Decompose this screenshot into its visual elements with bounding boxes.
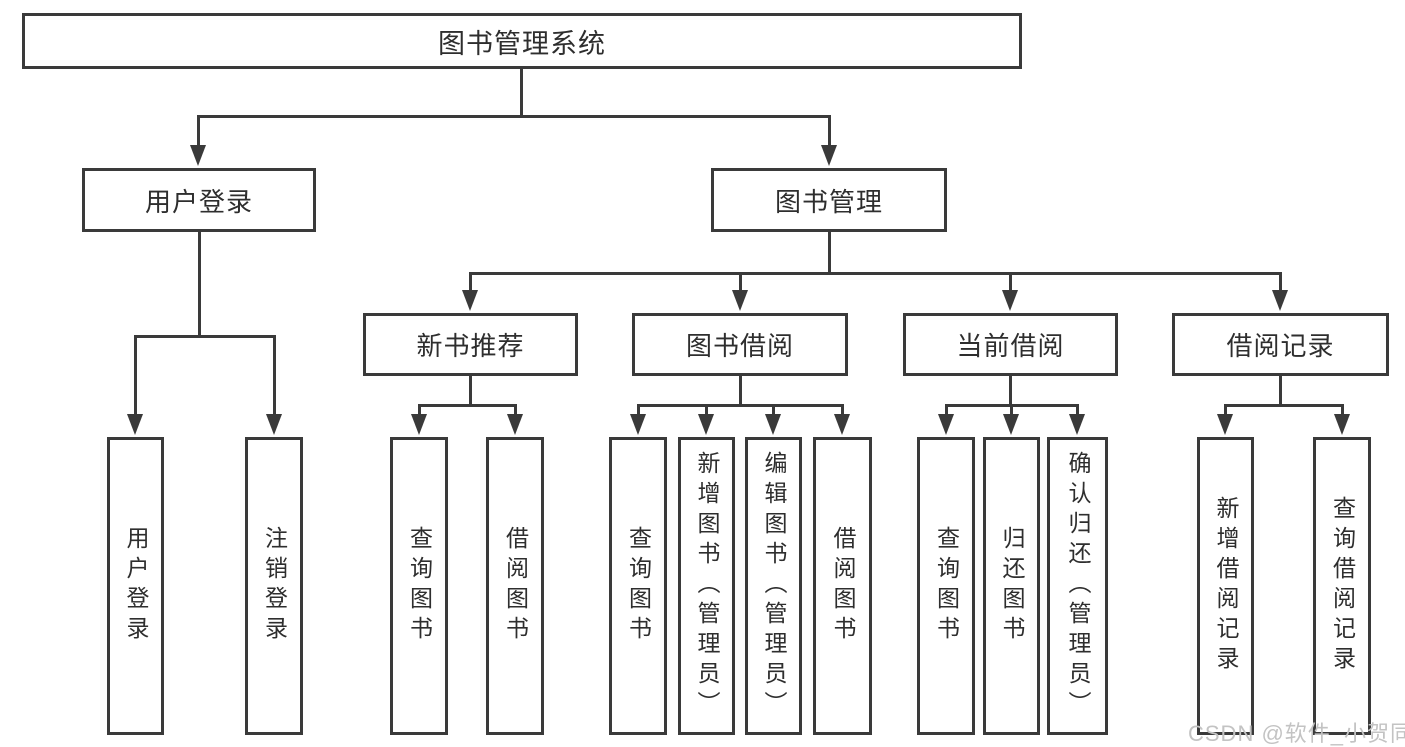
arrow-down-icon [698, 414, 714, 435]
leaf-add-book-admin-label: 新增图书（管理员） [694, 451, 720, 721]
node-borrow-record-label: 借阅记录 [1226, 331, 1335, 361]
node-book-management-label: 图书管理 [774, 186, 883, 217]
csdn-watermark: CSDN @软件_小贺同学 [1188, 721, 1405, 746]
connector-line [1341, 404, 1344, 417]
connector-line [945, 404, 948, 417]
connector-line [637, 404, 640, 417]
leaf-add-borrow-record: 新增借阅记录 [1197, 437, 1254, 735]
leaf-logout-label: 注销登录 [261, 526, 288, 646]
leaf-add-borrow-record-label: 新增借阅记录 [1213, 496, 1239, 676]
connector-line [739, 375, 742, 406]
leaf-recommend-query-book-label: 查询图书 [406, 526, 433, 646]
node-root: 图书管理系统 [22, 13, 1022, 69]
connector-line [197, 115, 200, 147]
leaf-current-query-book-label: 查询图书 [933, 526, 960, 646]
connector-line [520, 68, 523, 117]
node-book-borrow: 图书借阅 [632, 313, 848, 376]
connector-line [134, 335, 276, 338]
leaf-user-login-label: 用户登录 [123, 526, 149, 646]
connector-line [469, 375, 472, 406]
connector-line [1010, 404, 1013, 417]
connector-line [273, 335, 276, 416]
leaf-confirm-return-admin: 确认归还（管理员） [1047, 437, 1108, 735]
connector-line [1076, 404, 1079, 417]
connector-line [828, 115, 831, 147]
connector-line [828, 231, 831, 274]
arrow-down-icon [630, 414, 646, 435]
arrow-down-icon [1003, 414, 1019, 435]
arrow-down-icon [1217, 414, 1233, 435]
connector-line [198, 231, 201, 338]
arrow-down-icon [1002, 290, 1018, 311]
connector-line [469, 272, 472, 293]
leaf-recommend-borrow-book-label: 借阅图书 [502, 526, 529, 646]
arrow-down-icon [190, 145, 206, 166]
node-new-book-recommend-label: 新书推荐 [416, 331, 525, 361]
node-book-management: 图书管理 [711, 168, 947, 232]
connector-line [134, 335, 137, 416]
connector-line [841, 404, 844, 417]
connector-line [1009, 272, 1012, 293]
arrow-down-icon [1272, 290, 1288, 311]
leaf-borrow-query-book: 查询图书 [609, 437, 667, 735]
leaf-query-borrow-record-label: 查询借阅记录 [1329, 496, 1356, 676]
leaf-borrow-query-book-label: 查询图书 [625, 526, 652, 646]
connector-line [514, 404, 517, 417]
leaf-add-book-admin: 新增图书（管理员） [678, 437, 735, 735]
node-root-label: 图书管理系统 [438, 28, 606, 59]
node-current-borrow: 当前借阅 [903, 313, 1118, 376]
leaf-edit-book-admin-label: 编辑图书（管理员） [761, 451, 787, 721]
connector-line [1224, 404, 1227, 417]
leaf-logout: 注销登录 [245, 437, 303, 735]
leaf-user-login: 用户登录 [107, 437, 164, 735]
leaf-edit-book-admin: 编辑图书（管理员） [745, 437, 802, 735]
leaf-confirm-return-admin-label: 确认归还（管理员） [1065, 451, 1091, 721]
arrow-down-icon [462, 290, 478, 311]
arrow-down-icon [938, 414, 954, 435]
arrow-down-icon [1069, 414, 1085, 435]
node-user-login-label: 用户登录 [144, 186, 253, 217]
node-book-borrow-label: 图书借阅 [685, 331, 794, 361]
arrow-down-icon [1334, 414, 1350, 435]
node-borrow-record: 借阅记录 [1172, 313, 1389, 376]
connector-line [1279, 272, 1282, 293]
node-new-book-recommend: 新书推荐 [363, 313, 578, 376]
connector-line [418, 404, 517, 407]
leaf-recommend-query-book: 查询图书 [390, 437, 448, 735]
connector-line [772, 404, 775, 417]
node-current-borrow-label: 当前借阅 [956, 331, 1065, 361]
leaf-borrow-book: 借阅图书 [813, 437, 872, 735]
connector-line [1224, 404, 1343, 407]
connector-line [1009, 375, 1012, 406]
arrow-down-icon [765, 414, 781, 435]
arrow-down-icon [266, 414, 282, 435]
leaf-recommend-borrow-book: 借阅图书 [486, 437, 544, 735]
node-user-login: 用户登录 [82, 168, 316, 232]
connector-line [705, 404, 708, 417]
arrow-down-icon [834, 414, 850, 435]
arrow-down-icon [732, 290, 748, 311]
leaf-return-book-label: 归还图书 [999, 526, 1025, 646]
arrow-down-icon [127, 414, 143, 435]
connector-line [637, 404, 844, 407]
arrow-down-icon [507, 414, 523, 435]
connector-line [418, 404, 421, 417]
arrow-down-icon [821, 145, 837, 166]
leaf-return-book: 归还图书 [983, 437, 1040, 735]
leaf-borrow-book-label: 借阅图书 [830, 526, 856, 646]
connector-line [197, 115, 831, 118]
connector-line [739, 272, 742, 293]
connector-line [1279, 375, 1282, 406]
connector-line [469, 272, 1282, 275]
leaf-current-query-book: 查询图书 [917, 437, 975, 735]
arrow-down-icon [411, 414, 427, 435]
leaf-query-borrow-record: 查询借阅记录 [1313, 437, 1371, 735]
